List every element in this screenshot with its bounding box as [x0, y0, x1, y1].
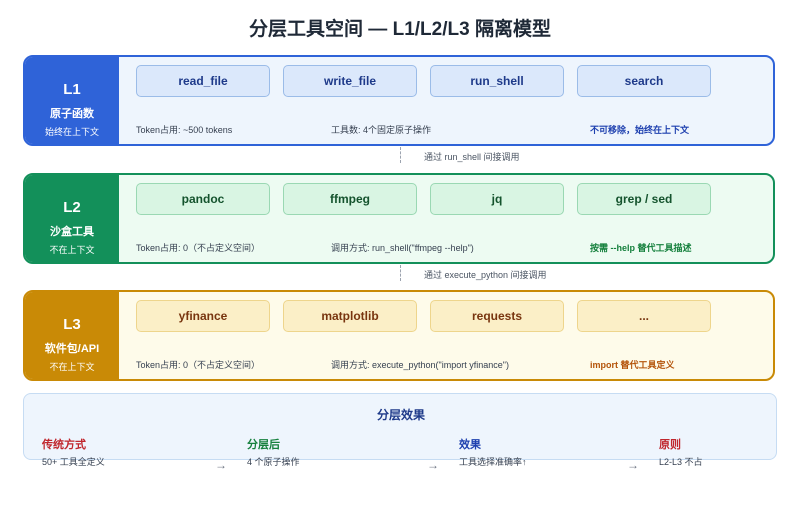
effect-column-traditional: 传统方式 50+ 工具全定义: [42, 436, 105, 468]
layer-l2-token-usage: Token占用: 0（不占定义空间）: [136, 243, 261, 253]
connector-l2-l3-label: 通过 execute_python 间接调用: [424, 270, 547, 280]
arrow-icon: →: [627, 458, 639, 472]
layer-l3-status: 不在上下文: [49, 362, 95, 372]
arrow-icon: →: [427, 458, 439, 472]
layer-l2-level: L2: [63, 199, 81, 216]
layer-l3: L3 软件包/API 不在上下文 yfinance matplotlib req…: [23, 290, 775, 381]
tool-chip-grep-sed: grep / sed: [577, 183, 711, 215]
layer-l1: L1 原子函数 始终在上下文 read_file write_file run_…: [23, 55, 775, 146]
connector-l2-l3: [400, 265, 401, 281]
layer-l1-level: L1: [63, 81, 81, 98]
layer-l1-header: L1 原子函数 始终在上下文: [25, 57, 119, 144]
effect-value-effect: 工具选择准确率↑: [459, 457, 527, 467]
effect-panel: 分层效果 传统方式 50+ 工具全定义 分层后 4 个原子操作 效果 工具选择准…: [23, 393, 777, 467]
effect-heading-effect: 效果: [459, 439, 481, 451]
effect-heading-layered: 分层后: [247, 439, 280, 451]
effect-title: 分层效果: [376, 408, 425, 422]
tool-chip-pandoc: pandoc: [136, 183, 270, 215]
tool-chip-ffmpeg: ffmpeg: [283, 183, 417, 215]
layer-l2-status: 不在上下文: [49, 245, 95, 255]
connector-l1-l2-label: 通过 run_shell 间接调用: [424, 152, 520, 162]
tool-chip-ellipsis: ...: [577, 300, 711, 332]
effect-column-effect: 效果 工具选择准确率↑: [459, 436, 527, 468]
layer-l1-tool-count: 工具数: 4个固定原子操作: [331, 125, 432, 135]
effect-heading-principle: 原则: [659, 439, 681, 451]
layer-l2-header: L2 沙盒工具 不在上下文: [25, 175, 119, 262]
layer-l2: L2 沙盒工具 不在上下文 pandoc ffmpeg jq grep / se…: [23, 173, 775, 264]
layer-l3-call-method: 调用方式: execute_python("import yfinance"): [331, 360, 509, 370]
effect-value-layered: 4 个原子操作: [247, 457, 300, 467]
tool-chip-matplotlib: matplotlib: [283, 300, 417, 332]
layer-l1-note: 不可移除，始终在上下文: [590, 125, 690, 135]
tool-chip-yfinance: yfinance: [136, 300, 270, 332]
tool-chip-read-file: read_file: [136, 65, 270, 97]
tool-chip-jq: jq: [430, 183, 564, 215]
tool-chip-write-file: write_file: [283, 65, 417, 97]
tool-chip-run-shell: run_shell: [430, 65, 564, 97]
layer-l3-token-usage: Token占用: 0（不占定义空间）: [136, 360, 261, 370]
layer-l1-status: 始终在上下文: [44, 127, 99, 137]
layer-l3-note: import 替代工具定义: [590, 360, 675, 370]
effect-column-layered: 分层后 4 个原子操作: [247, 436, 300, 468]
effect-column-principle: 原则 L2-L3 不占: [659, 436, 703, 468]
tool-chip-search: search: [577, 65, 711, 97]
diagram-title: 分层工具空间 — L1/L2/L3 隔离模型: [249, 19, 551, 40]
layer-l3-name: 软件包/API: [44, 343, 100, 355]
layer-l1-token-usage: Token占用: ~500 tokens: [136, 125, 233, 135]
effect-heading-traditional: 传统方式: [42, 439, 86, 451]
layer-l3-header: L3 软件包/API 不在上下文: [25, 292, 119, 379]
connector-l1-l2: [400, 147, 401, 163]
effect-value-traditional: 50+ 工具全定义: [42, 457, 105, 467]
layer-l2-name: 沙盒工具: [50, 226, 94, 238]
layer-l2-call-method: 调用方式: run_shell("ffmpeg --help"): [331, 243, 474, 253]
arrow-icon: →: [215, 458, 227, 472]
effect-value-principle: L2-L3 不占: [659, 457, 703, 467]
layer-l1-name: 原子函数: [50, 108, 94, 120]
layer-l2-note: 按需 --help 替代工具描述: [590, 243, 692, 253]
tool-chip-requests: requests: [430, 300, 564, 332]
layer-l3-level: L3: [63, 316, 81, 333]
